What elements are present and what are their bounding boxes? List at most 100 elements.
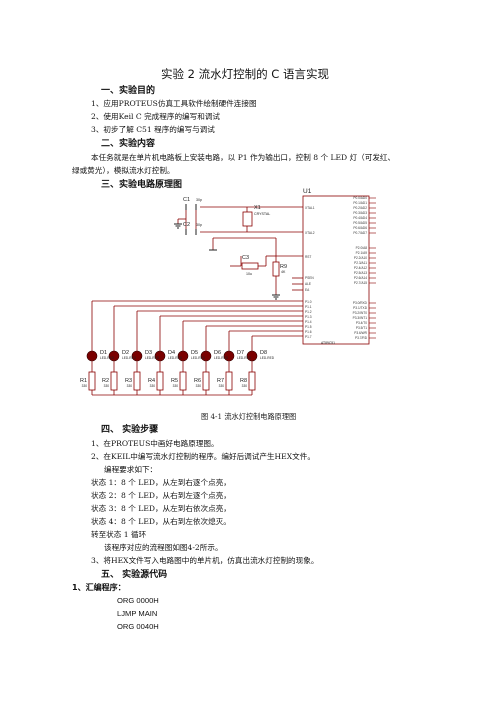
led-d4	[154, 350, 166, 362]
chip-pin-right-label: P2.2/A10	[354, 256, 367, 260]
chip-pin-left-label: P1.4	[305, 320, 312, 324]
asm-line-1: ORG 0000H	[117, 596, 159, 605]
chip-pin-left-label: EA	[305, 288, 310, 292]
chip-pin-right-label: P3.7/RD	[355, 336, 368, 340]
chip-pin-right-label: P3.1/TXD	[353, 306, 368, 310]
chip-pin-right-label: P0.0/AD0	[353, 196, 367, 200]
led-value: LED-RED	[191, 356, 206, 360]
chip-pin-right-label: P3.3/INT1	[353, 316, 368, 320]
asm-heading: 1、汇编程序：	[72, 583, 126, 592]
chip-pin-right-label: P2.0/A8	[356, 246, 368, 250]
chip-pin-left-label: P1.1	[305, 305, 312, 309]
led-value: LED-RED	[168, 356, 183, 360]
c3-label: C3	[242, 255, 249, 261]
resistor-label: R6	[194, 378, 201, 384]
led-value: LED-RED	[100, 356, 115, 360]
r9-label: R9	[280, 264, 287, 270]
resistor-label: R7	[217, 378, 224, 384]
chip-pin-right-label: P0.2/AD2	[353, 206, 367, 210]
loop-note: 转至状态 1 循环	[91, 530, 147, 539]
chip-pin-right-label: P2.1/A9	[356, 251, 368, 255]
chip-pin-right-label: P0.7/AD7	[353, 231, 367, 235]
resistor-label: R8	[240, 378, 247, 384]
section-heading-purpose: 一、实验目的	[101, 86, 156, 96]
resistor-value: 330	[104, 384, 110, 388]
r9-value: 4K	[281, 270, 286, 274]
chip-pin-right-label: P3.6/WR	[354, 331, 367, 335]
chip-label: U1	[303, 188, 312, 195]
resistor-label: R2	[102, 378, 109, 384]
led-label: D3	[145, 350, 152, 356]
chip-pin-right-label: P3.2/INT0	[353, 311, 368, 315]
step-item-2: 2、在KEIL中编写流水灯控制的程序。编好后调试产生HEX文件。	[91, 452, 315, 461]
section-heading-source: 五、 实验源代码	[101, 570, 168, 580]
led-label: D8	[260, 350, 267, 356]
resistor-value: 330	[127, 384, 133, 388]
chip-pin-left-label: XTAL2	[305, 231, 315, 235]
chip-pin-right-label: P3.5/T1	[356, 326, 367, 330]
x1-label: X1	[254, 205, 261, 211]
document-title: 实验 2 流水灯控制的 C 语言实现	[161, 67, 329, 81]
step-requirements: 编程要求如下：	[104, 465, 158, 474]
led-label: D7	[237, 350, 244, 356]
c2-value: 30p	[196, 223, 202, 227]
resistor-label: R5	[171, 378, 178, 384]
resistor-label: R4	[148, 378, 155, 384]
led-d8	[246, 350, 258, 362]
chip-part-number: AT89C51	[321, 341, 335, 345]
section-heading-steps: 四、 实验步骤	[101, 425, 159, 435]
c1-value: 30p	[196, 198, 202, 202]
led-d3	[131, 350, 143, 362]
chip-pin-left-label: ALE	[305, 282, 311, 286]
asm-line-2: LJMP MAIN	[117, 609, 158, 618]
led-label: D4	[168, 350, 175, 356]
state-1: 状态 1：8 个 LED，从左到右逐个点亮，	[91, 478, 231, 487]
led-value: LED-RED	[237, 356, 252, 360]
led-label: D5	[191, 350, 198, 356]
led-label: D2	[122, 350, 129, 356]
chip-pin-left-label: P1.7	[305, 335, 312, 339]
led-value: LED-RED	[122, 356, 137, 360]
chip-pin-left-label: RST	[305, 255, 311, 259]
state-3: 状态 3：8 个 LED，从左到右依次点亮，	[91, 504, 231, 513]
figure-caption: 图 4-1 流水灯控制电路原理图	[201, 412, 297, 421]
chip-pin-right-label: P0.4/AD4	[353, 216, 367, 220]
resistor-value: 330	[242, 384, 248, 388]
led-value: LED-RED	[214, 356, 229, 360]
c1-label: C1	[183, 197, 190, 203]
chip-pin-left-label: P1.3	[305, 315, 312, 319]
purpose-item-1: 1、应用PROTEUS仿真工具软件绘制硬件连接图	[91, 99, 257, 108]
c3-value: 10u	[246, 272, 252, 276]
chip-pin-left-label: XTAL1	[305, 206, 315, 210]
led-d7	[223, 350, 235, 362]
chip-pin-left-label: PSEN	[305, 276, 314, 280]
resistor-value: 330	[196, 384, 202, 388]
chip-pin-right-label: P2.3/A11	[354, 261, 367, 265]
state-2: 状态 2：8 个 LED，从右到左逐个点亮，	[91, 491, 231, 500]
chip-pin-left-label: P1.6	[305, 330, 312, 334]
content-paragraph-line-1: 本任务就是在单片机电路板上安装电路，以 P1 作为输出口，控制 8 个 LED …	[91, 153, 396, 162]
chip-pin-right-label: P2.5/A13	[354, 271, 367, 275]
chip-pin-right-label: P0.1/AD1	[353, 201, 367, 205]
resistor-value: 330	[150, 384, 156, 388]
led-value: LED-RED	[145, 356, 160, 360]
c2-label: C2	[183, 222, 190, 228]
chip-pin-right-label: P2.7/A15	[354, 281, 367, 285]
asm-line-3: ORG 0040H	[117, 622, 159, 631]
chip-pin-right-label: P0.3/AD3	[353, 211, 367, 215]
led-value: LED-RED	[260, 356, 275, 360]
chip-pin-right-label: P2.4/A12	[354, 266, 367, 270]
step-item-1: 1、在PROTEUS中画好电路原理图。	[91, 439, 219, 448]
section-heading-schematic: 三、实验电路原理图	[101, 180, 183, 190]
led-d6	[200, 350, 212, 362]
x1-value: CRYSTAL	[254, 212, 270, 216]
chip-pin-right-label: P2.6/A14	[354, 276, 367, 280]
led-d5	[177, 350, 189, 362]
resistor-label: R3	[125, 378, 132, 384]
chip-pin-right-label: P3.0/RXD	[353, 301, 368, 305]
led-label: D1	[100, 350, 107, 356]
resistor-value: 330	[219, 384, 225, 388]
led-d2	[108, 350, 120, 362]
resistor-value: 330	[173, 384, 179, 388]
